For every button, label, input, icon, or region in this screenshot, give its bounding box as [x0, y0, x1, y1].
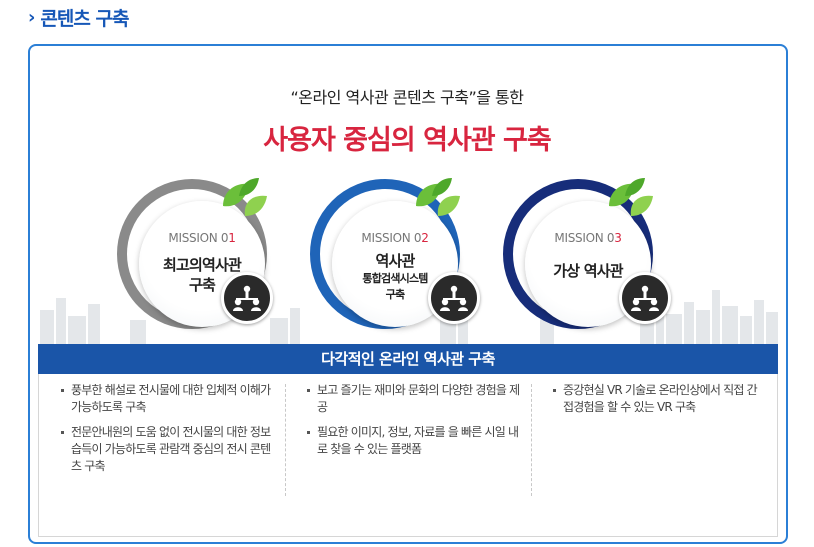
- feature-column-1: 풍부한 해설로 전시물에 대한 입체적 이해가 가능하도록 구축 전문안내원의 …: [39, 374, 285, 536]
- mission-card-2: MISSION 02 역사관 통합검색시스템 구축: [310, 179, 460, 329]
- mission-label: MISSION 03: [554, 231, 622, 245]
- mission-label: MISSION 02: [361, 231, 429, 245]
- section-title-text: 콘텐츠 구축: [40, 7, 129, 30]
- section-band-title: 다각적인 온라인 역사관 구축: [38, 344, 778, 374]
- headline: 사용자 중심의 역사관 구축: [263, 125, 551, 156]
- mission-title: 가상 역사관: [553, 262, 623, 280]
- feature-column-2: 보고 즐기는 재미와 문화의 다양한 경험을 제공 필요한 이미지, 정보, 자…: [285, 374, 531, 536]
- mission-title: 역사관 통합검색시스템 구축: [362, 252, 428, 301]
- intro-text: “온라인 역사관 콘텐츠 구축”을 통한: [290, 88, 524, 107]
- people-network-icon: [221, 272, 273, 324]
- list-item: 풍부한 해설로 전시물에 대한 입체적 이해가 가능하도록 구축: [61, 382, 275, 416]
- leaf-icon: [609, 178, 653, 216]
- feature-columns: 풍부한 해설로 전시물에 대한 입체적 이해가 가능하도록 구축 전문안내원의 …: [38, 374, 778, 537]
- leaf-icon: [416, 178, 460, 216]
- mission-label: MISSION 01: [168, 231, 236, 245]
- list-item: 증강현실 VR 기술로 온라인상에서 직접 간접경험을 할 수 있는 VR 구축: [553, 382, 767, 416]
- people-network-icon: [619, 272, 671, 324]
- leaf-icon: [223, 178, 267, 216]
- list-item: 필요한 이미지, 정보, 자료를 을 빠른 시일 내로 찾을 수 있는 플랫폼: [307, 424, 521, 458]
- section-title: › 콘텐츠 구축: [28, 4, 129, 30]
- list-item: 전문안내원의 도움 없이 전시물의 대한 정보 습득이 가능하도록 관람객 중심…: [61, 424, 275, 475]
- chevron-right-icon: ›: [28, 6, 35, 28]
- people-network-icon: [428, 272, 480, 324]
- mission-inner: MISSION 03 가상 역사관: [525, 201, 651, 327]
- feature-column-3: 증강현실 VR 기술로 온라인상에서 직접 간접경험을 할 수 있는 VR 구축: [531, 374, 777, 536]
- list-item: 보고 즐기는 재미와 문화의 다양한 경험을 제공: [307, 382, 521, 416]
